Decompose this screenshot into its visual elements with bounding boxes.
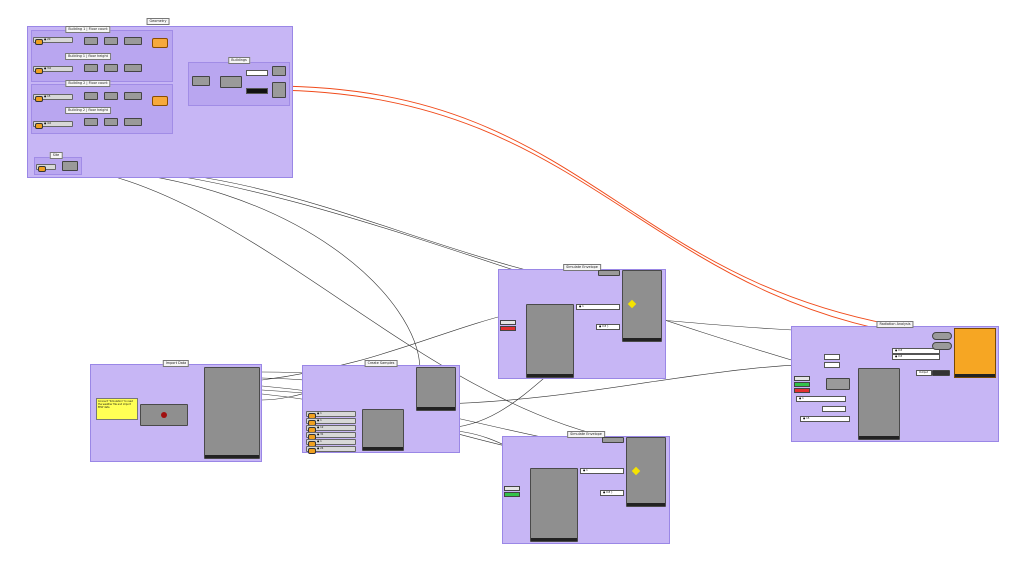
component-b2-d[interactable]	[84, 118, 98, 126]
toggle-sim2-a[interactable]	[504, 486, 520, 491]
group-title-geometry: Geometry	[146, 18, 170, 25]
component-rad-small[interactable]	[826, 378, 850, 390]
group-title-import-data: Import Data	[162, 360, 190, 367]
component-sim2-left[interactable]	[530, 468, 578, 542]
group-title-create-samples: Create Samples	[364, 360, 398, 367]
group-title-radiation: Radiation Analysis	[876, 321, 914, 328]
component-sample-merge[interactable]	[416, 367, 456, 411]
component-rad-out[interactable]	[932, 370, 950, 376]
component-b1-c[interactable]	[124, 37, 142, 45]
toggle-rad-b[interactable]	[794, 382, 810, 387]
panel-rad-d[interactable]	[822, 406, 846, 412]
slider-b2-height[interactable]: ● 4.0	[33, 121, 73, 129]
subgroup-title-building-1b: Building 1 | floor height	[65, 53, 111, 60]
component-b1-a[interactable]	[84, 37, 98, 45]
group-title-site: Site	[49, 152, 63, 159]
panel-rad-e[interactable]: ● 15	[800, 416, 850, 422]
import-note: Connect "Simulation" to read the weather…	[96, 398, 138, 420]
group-title-buildings: Buildings	[228, 57, 250, 64]
subgroup-title-building-1: Building 1 | Floor count	[65, 26, 111, 33]
subgroup-title-building-2: Building 2 | Floor count	[65, 80, 111, 87]
component-buildings-a[interactable]	[192, 76, 210, 86]
component-b1-merge[interactable]	[152, 38, 168, 48]
component-b1-e[interactable]	[104, 64, 118, 72]
component-rad-main[interactable]	[858, 368, 900, 440]
panel-rad-c[interactable]: ● 1	[796, 396, 846, 402]
component-radiation-analysis[interactable]	[954, 328, 996, 378]
panel-rad-a[interactable]	[824, 354, 840, 360]
slider-b1-floors[interactable]: ● 20	[33, 37, 73, 45]
slider-end-hour[interactable]: ● 24	[306, 446, 356, 454]
component-b2-merge[interactable]	[152, 96, 168, 106]
panel-rad-b[interactable]	[824, 362, 840, 368]
panel-sim2-a[interactable]: ● 1	[580, 468, 624, 474]
toggle-rad-c[interactable]	[794, 388, 810, 393]
group-title-simulation-1: Simulate Envelope	[563, 264, 601, 271]
component-import-epw[interactable]	[140, 404, 188, 426]
slider-start-month[interactable]: ● 1	[306, 411, 356, 419]
panel-rad-g[interactable]: ● 0.8	[892, 354, 940, 360]
component-sim1-right[interactable]	[622, 270, 662, 342]
record-icon	[161, 412, 167, 418]
component-b2-e[interactable]	[104, 118, 118, 126]
panel-buildings-a[interactable]	[246, 70, 268, 76]
wire-geometry-radiation-2	[269, 89, 956, 342]
component-b1-d[interactable]	[84, 64, 98, 72]
slider-site[interactable]	[36, 164, 56, 172]
toggle-sim2-b[interactable]	[504, 492, 520, 497]
status-diamond-icon	[627, 299, 637, 309]
panel-sim2-b[interactable]: ● 0.8 ◊	[600, 490, 624, 496]
component-sim1-top[interactable]	[598, 270, 620, 276]
subgroup-title-building-2b: Building 2 | floor height	[65, 107, 111, 114]
component-b2-f[interactable]	[124, 118, 142, 126]
panel-sim1-a[interactable]: ● 1	[576, 304, 620, 310]
status-diamond-icon	[631, 466, 641, 476]
slider-start-day[interactable]: ● 1	[306, 418, 356, 426]
slider-start-hour[interactable]: ● 1	[306, 439, 356, 447]
panel-rad-f[interactable]: ● 0.8	[892, 348, 940, 354]
wire-geometry-radiation	[269, 85, 956, 335]
component-buildings-b[interactable]	[220, 76, 242, 88]
component-buildings-d[interactable]	[272, 82, 286, 98]
component-analysis-period[interactable]	[362, 409, 404, 451]
component-b2-a[interactable]	[84, 92, 98, 100]
component-b1-f[interactable]	[124, 64, 142, 72]
component-buildings-c[interactable]	[272, 66, 286, 76]
slider-end-day[interactable]: ● 31	[306, 432, 356, 440]
component-rad-icon-a[interactable]	[932, 332, 952, 340]
toggle-sim1-b[interactable]	[500, 326, 516, 331]
component-sim1-left[interactable]	[526, 304, 574, 378]
component-site[interactable]	[62, 161, 78, 171]
toggle-sim1-a[interactable]	[500, 320, 516, 325]
slider-end-month[interactable]: ● 12	[306, 425, 356, 433]
slider-b1-height[interactable]: ● 3.0	[33, 66, 73, 74]
panel-sim1-b[interactable]: ● 0.8 ◊	[596, 324, 620, 330]
toggle-rad-a[interactable]	[794, 376, 810, 381]
slider-b2-floors[interactable]: ● 15	[33, 94, 73, 102]
component-import-weather[interactable]	[204, 367, 260, 459]
component-sim2-top[interactable]	[602, 437, 624, 443]
component-sim2-right[interactable]	[626, 437, 666, 507]
component-rad-icon-b[interactable]	[932, 342, 952, 350]
group-title-simulation-2: Simulate Envelope	[567, 431, 605, 438]
component-b2-b[interactable]	[104, 92, 118, 100]
component-b1-b[interactable]	[104, 37, 118, 45]
panel-buildings-b[interactable]	[246, 88, 268, 94]
panel-rad-output[interactable]: Output	[916, 370, 932, 376]
component-b2-c[interactable]	[124, 92, 142, 100]
